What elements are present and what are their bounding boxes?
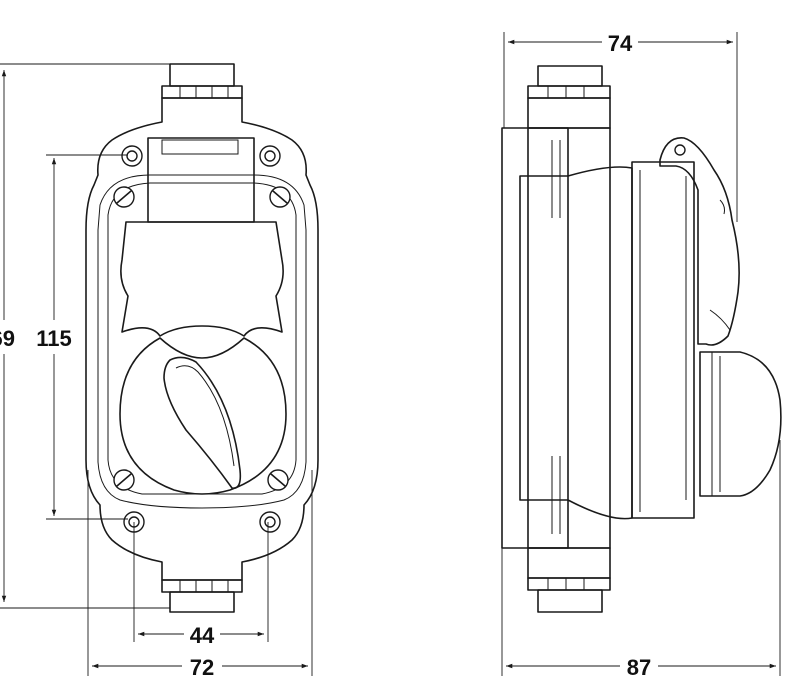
front-inner-rim — [97, 174, 307, 509]
front-slot-screw-ur — [269, 186, 291, 208]
front-slot-screw-ul — [113, 186, 135, 208]
side-upper-lid — [659, 137, 740, 346]
dim-overall-width-label: 72 — [190, 655, 214, 680]
front-screw-bottom-right — [259, 511, 281, 533]
front-screw-top-right — [259, 145, 281, 167]
front-upper-lid — [120, 221, 284, 337]
dim-overall-height-label: 169 — [0, 326, 15, 351]
side-lower-cap — [699, 351, 782, 497]
dim-side-height: 74 — [503, 28, 738, 222]
front-top-gland — [161, 63, 243, 99]
side-lid-hinge-pin — [674, 144, 686, 156]
side-body-column — [527, 97, 611, 579]
dim-inner-height-label: 115 — [36, 326, 72, 351]
front-slot-screw-lr — [267, 469, 289, 491]
dim-side-depth: 87 — [501, 440, 781, 680]
side-mounting-flange — [501, 127, 569, 549]
dim-hole-spacing-label: 44 — [190, 623, 215, 648]
dim-overall-width: 72 — [87, 470, 313, 680]
front-screw-top-left — [121, 145, 143, 167]
side-socket-housing — [567, 166, 633, 520]
side-top-gland — [527, 65, 611, 99]
side-face-plate — [631, 161, 695, 519]
dim-side-depth-label: 87 — [627, 655, 651, 680]
dim-hole-spacing: 44 — [133, 522, 269, 648]
front-lid-hinge — [126, 137, 276, 223]
front-view — [85, 63, 319, 613]
dim-side-height-label: 74 — [608, 31, 633, 56]
front-housing — [85, 97, 319, 581]
front-lower-socket — [119, 337, 287, 495]
dim-overall-height: 169 — [0, 63, 170, 609]
front-slot-screw-ll — [113, 469, 135, 491]
dim-inner-height: 115 — [36, 154, 128, 520]
side-view — [501, 65, 782, 613]
front-bottom-gland — [161, 579, 243, 613]
side-bottom-gland — [527, 577, 611, 613]
